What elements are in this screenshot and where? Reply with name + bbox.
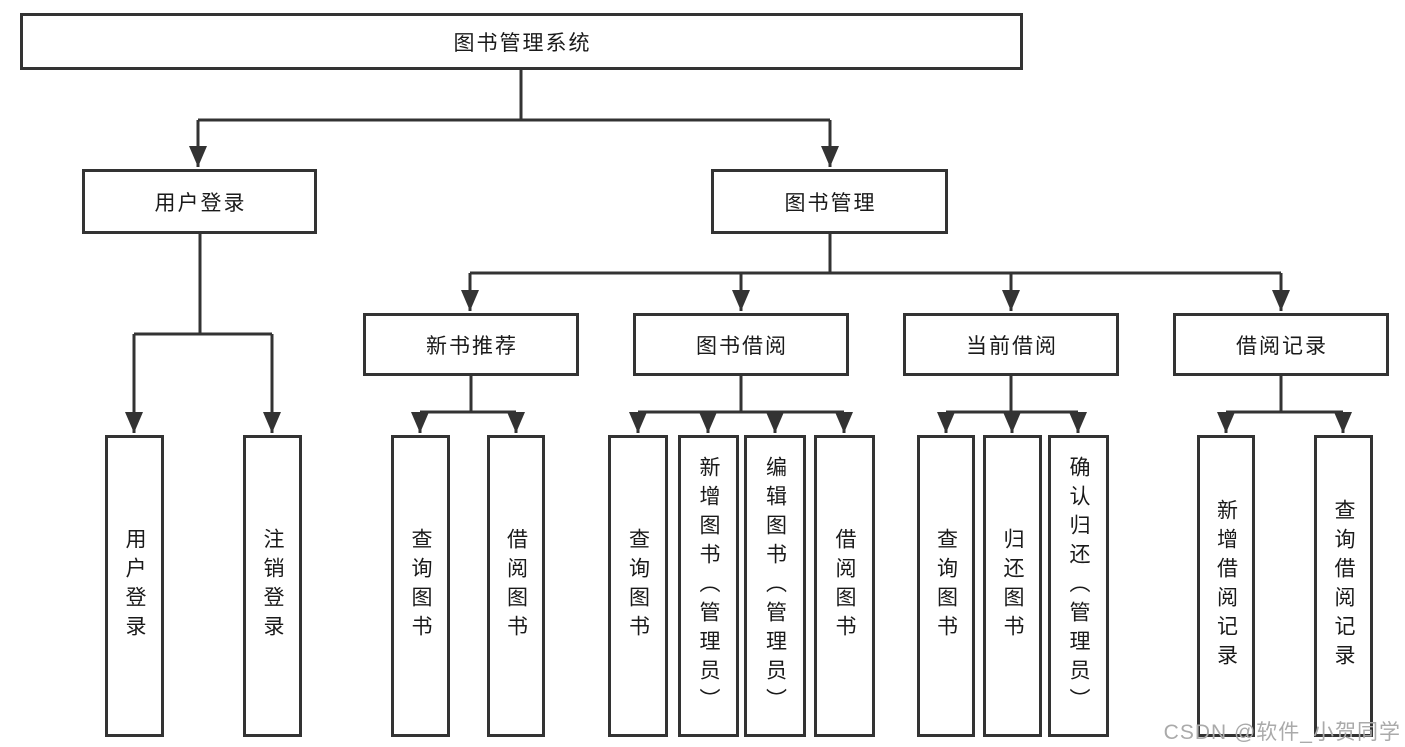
- node-leaf-add-books-admin: 新增图书（管理员）: [678, 435, 739, 737]
- node-label: 图书借阅: [696, 334, 788, 358]
- node-new-book-recommend: 新书推荐: [363, 313, 579, 376]
- node-leaf-edit-books-admin: 编辑图书（管理员）: [744, 435, 806, 737]
- node-leaf-query-borrow-record: 查询借阅记录: [1314, 435, 1373, 737]
- node-book-management: 图书管理: [711, 169, 948, 234]
- node-leaf-return-books: 归还图书: [983, 435, 1042, 737]
- node-label: 图书管理系统: [453, 31, 592, 55]
- node-label: 新书推荐: [426, 334, 518, 358]
- node-label: 新增借阅记录: [1214, 499, 1238, 673]
- node-label: 图书管理: [784, 191, 877, 215]
- node-user-login: 用户登录: [82, 169, 317, 234]
- node-leaf-borrow-books-recommend: 借阅图书: [487, 435, 545, 737]
- node-current-borrow: 当前借阅: [903, 313, 1119, 376]
- node-label: 用户登录: [154, 191, 247, 215]
- node-label: 借阅记录: [1236, 334, 1328, 358]
- node-leaf-query-books-borrow: 查询图书: [608, 435, 668, 737]
- node-label: 查询图书: [626, 528, 650, 644]
- node-label: 编辑图书（管理员）: [763, 455, 787, 717]
- node-leaf-add-borrow-record: 新增借阅记录: [1197, 435, 1255, 737]
- node-label: 用户登录: [123, 528, 146, 644]
- node-label: 查询图书: [409, 528, 432, 644]
- node-label: 归还图书: [1001, 528, 1024, 644]
- node-label: 新增图书（管理员）: [697, 455, 720, 717]
- node-label: 查询图书: [934, 528, 958, 644]
- node-label: 借阅图书: [504, 528, 528, 644]
- node-label: 借阅图书: [833, 528, 856, 644]
- node-book-borrow: 图书借阅: [633, 313, 849, 376]
- node-label: 当前借阅: [966, 334, 1058, 358]
- node-leaf-query-books-current: 查询图书: [917, 435, 975, 737]
- node-borrow-records: 借阅记录: [1173, 313, 1389, 376]
- node-leaf-logout: 注销登录: [243, 435, 302, 737]
- csdn-watermark: CSDN @软件_小贺同学: [1163, 721, 1401, 744]
- node-leaf-query-books-recommend: 查询图书: [391, 435, 450, 737]
- node-leaf-user-login: 用户登录: [105, 435, 164, 737]
- node-label: 确认归还（管理员）: [1067, 455, 1090, 717]
- node-leaf-confirm-return-admin: 确认归还（管理员）: [1048, 435, 1109, 737]
- node-library-management-system: 图书管理系统: [20, 13, 1023, 70]
- node-label: 注销登录: [261, 528, 284, 644]
- node-label: 查询借阅记录: [1332, 499, 1355, 673]
- node-leaf-borrow-books: 借阅图书: [814, 435, 875, 737]
